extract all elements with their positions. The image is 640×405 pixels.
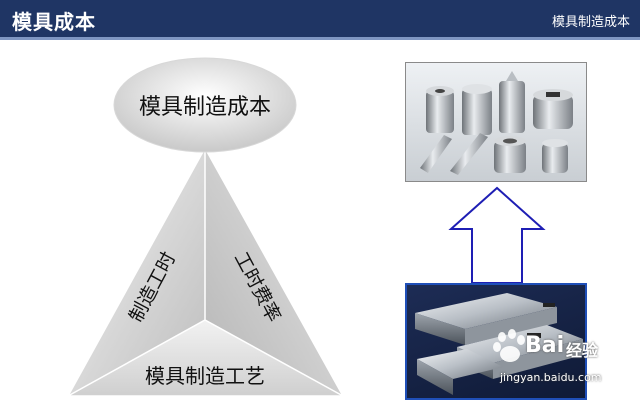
paw-icon — [490, 327, 530, 367]
mold-parts-photo — [405, 62, 587, 182]
watermark-brand-cn: 经验 — [566, 337, 598, 361]
mold-parts-illustration — [406, 63, 587, 182]
watermark-url: jingyan.baidu.com — [500, 371, 602, 384]
watermark-brand: Bai — [525, 333, 564, 358]
baidu-watermark: Bai 经验 jingyan.baidu.com — [488, 323, 638, 393]
top-node-label: 模具制造成本 — [139, 95, 271, 120]
base-label: 模具制造工艺 — [145, 364, 265, 388]
up-arrow — [451, 188, 543, 283]
